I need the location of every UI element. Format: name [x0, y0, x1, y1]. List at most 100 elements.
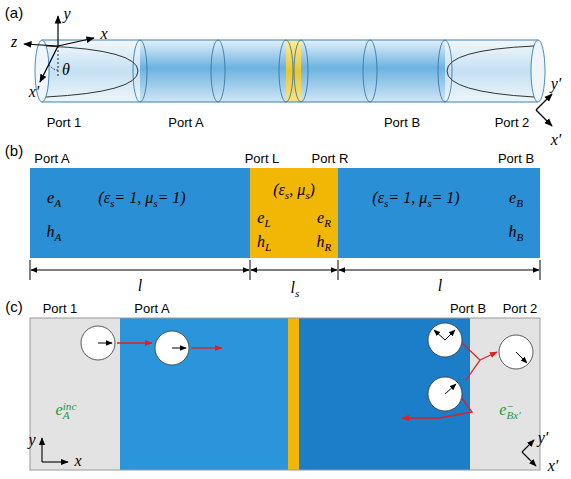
subscript: B	[516, 198, 523, 209]
field-arrows	[98, 330, 527, 394]
axis-x-prime	[522, 452, 536, 466]
text-part: h	[47, 224, 55, 240]
port-region	[30, 318, 120, 470]
text-part: e	[509, 190, 516, 206]
axis-y	[57, 16, 58, 46]
seam	[211, 40, 225, 102]
tick	[30, 260, 31, 280]
mode-circle	[81, 326, 115, 360]
port-label: Port A	[34, 152, 69, 165]
outline	[30, 318, 540, 470]
subscript: R	[324, 218, 331, 229]
subscript: s	[153, 198, 157, 209]
field-arrow	[434, 330, 445, 340]
axis-x-prime	[40, 46, 58, 82]
axes	[24, 16, 552, 126]
symbol-label: x	[74, 453, 81, 469]
text-part: h	[257, 234, 265, 250]
field-label: eA	[47, 190, 61, 206]
axis-x-prime	[536, 110, 552, 126]
mode-circle	[499, 335, 533, 369]
mode-circle	[155, 331, 189, 365]
axis-y-prime	[522, 440, 534, 452]
tube-outline	[42, 40, 538, 102]
axis-x	[58, 38, 94, 46]
port-label: Port L	[245, 152, 280, 165]
field-label: hB	[509, 224, 524, 240]
port-label: Port A	[168, 116, 203, 129]
port-label: Port B	[450, 302, 486, 315]
panel-letter: (a)	[5, 5, 23, 20]
reference-line	[58, 46, 59, 78]
symbol-label: y′	[551, 76, 562, 92]
subscript: A	[55, 232, 62, 243]
seam	[279, 40, 293, 102]
port-region	[470, 318, 540, 470]
port-label: Port R	[312, 152, 349, 165]
angle-arc	[49, 65, 58, 70]
taper-curve	[46, 46, 138, 97]
field-label: eL	[257, 210, 270, 226]
mode-circle	[428, 377, 462, 411]
tick	[250, 260, 251, 280]
sample-region: (εs, μs)eLhLeRhR	[250, 168, 338, 258]
field-label: (εs = 1, μs = 1)	[372, 190, 459, 206]
port-label: Port 2	[495, 116, 530, 129]
end-section	[445, 40, 538, 102]
dimension-arrow	[339, 270, 539, 271]
axis-z	[24, 44, 58, 46]
field-arrow	[445, 330, 455, 340]
mode-circles	[81, 323, 533, 411]
symbol-label: l	[438, 278, 442, 294]
subscript: s	[305, 190, 309, 201]
tick	[540, 260, 541, 280]
dimension-arrow	[31, 270, 249, 271]
dimension-arrow	[251, 270, 337, 271]
text-part: = 1)	[158, 190, 186, 206]
text-part: = 1, μ	[388, 190, 427, 206]
wave-arrow	[402, 398, 472, 418]
symbol-label: ls	[291, 280, 300, 296]
subscript: A	[54, 198, 61, 209]
tube-end	[531, 40, 545, 102]
subscript: s	[110, 198, 114, 209]
port-label: Port B	[498, 152, 534, 165]
subscript: s	[384, 198, 388, 209]
symbol-label: x′	[29, 84, 40, 100]
mode-circle	[428, 323, 462, 357]
field-label: (εs = 1, μs = 1)	[98, 190, 185, 206]
text-part: e	[499, 402, 506, 418]
wave-arrow	[117, 342, 152, 343]
port-label: Port 1	[43, 302, 78, 315]
subscript: R	[325, 242, 332, 253]
axes	[42, 438, 536, 466]
port-label: Port 2	[503, 302, 538, 315]
axis-y	[41, 438, 42, 462]
field-arrow	[98, 343, 112, 344]
text-part: e	[47, 190, 54, 206]
symbol-label: y′	[538, 430, 549, 446]
field-label: hR	[317, 234, 332, 250]
symbol-label: y	[63, 6, 70, 22]
wave-arrows	[117, 343, 497, 418]
subscript: s	[285, 190, 289, 201]
guide-region	[299, 318, 470, 470]
symbol-label: l	[138, 278, 142, 294]
free-space-region: (εs = 1, μs = 1) eBhB	[338, 168, 540, 258]
tick	[338, 260, 339, 280]
subscript: s	[295, 288, 299, 299]
seam	[363, 40, 377, 102]
field-label: eR	[317, 210, 331, 226]
field-arrow	[172, 348, 186, 349]
panel-letter: (b)	[5, 143, 23, 158]
symbol-label: eAinc	[56, 402, 77, 418]
subscript: L	[265, 242, 271, 253]
symbol-label: θ	[62, 62, 70, 78]
text-part: (ε	[372, 190, 384, 206]
axis-y-prime	[536, 94, 552, 110]
seam	[294, 40, 308, 102]
waveguide-tube	[35, 40, 545, 102]
wave-path	[462, 343, 480, 380]
sample-region	[288, 318, 299, 470]
